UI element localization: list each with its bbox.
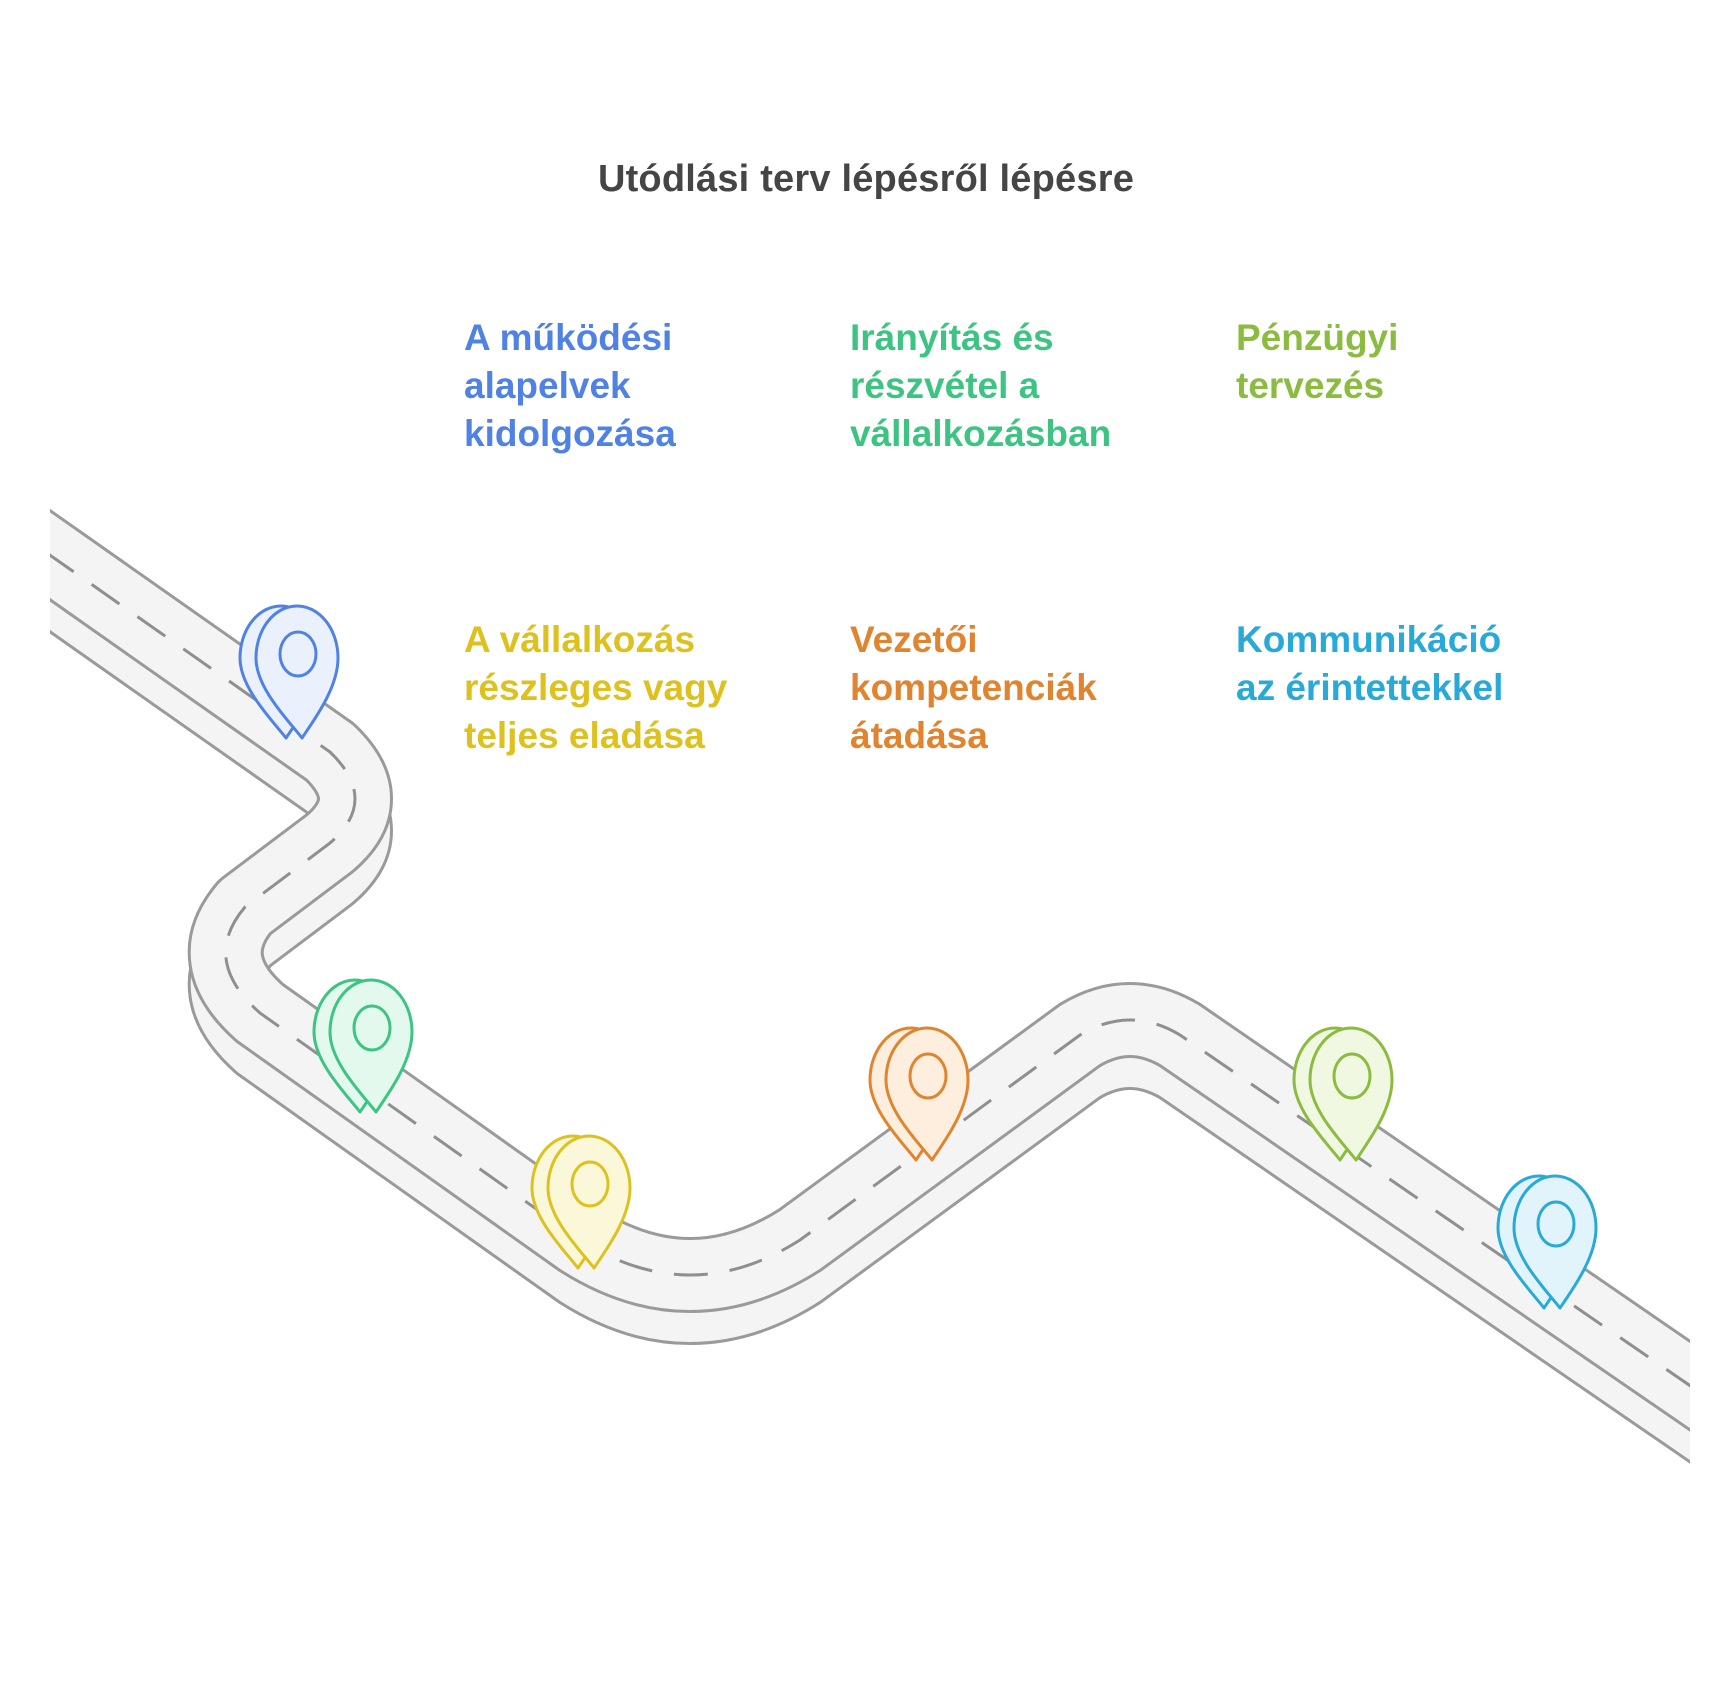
location-pin-icon: [530, 1134, 632, 1270]
step-label-3: Pénzügyi tervezés: [1236, 317, 1399, 406]
step-label-5: Vezetői kompetenciák átadása: [850, 619, 1097, 756]
page-title: Utódlási terv lépésről lépésre: [597, 158, 1135, 200]
location-pin-icon: [868, 1026, 970, 1162]
step-label-2: Irányítás és részvétel a vállalkozásban: [850, 317, 1112, 454]
location-pin-icon: [238, 604, 340, 740]
step-label-4: A vállalkozás részleges vagy teljes elad…: [464, 619, 728, 756]
step-label-1: A működési alapelvek kidolgozása: [464, 317, 676, 454]
location-pin-icon: [312, 978, 414, 1114]
location-pin-icon: [1496, 1174, 1598, 1310]
location-pin-icon: [1292, 1026, 1394, 1162]
step-label-6: Kommunikáció az érintettekkel: [1236, 619, 1504, 708]
